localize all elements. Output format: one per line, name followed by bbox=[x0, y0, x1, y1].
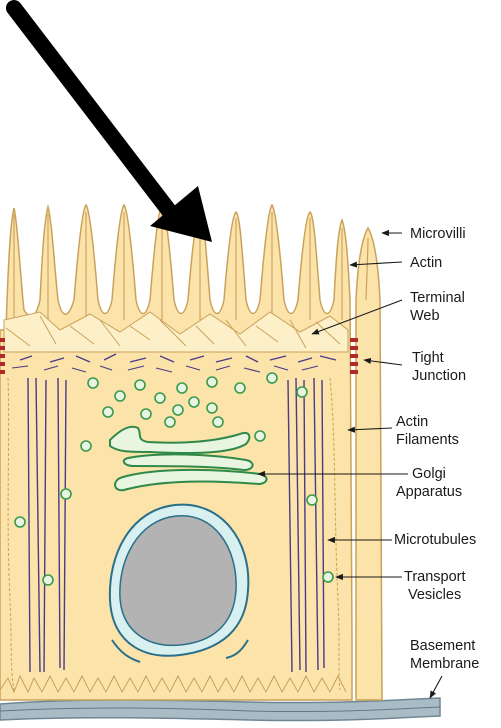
label-microtubules: Microtubules bbox=[394, 532, 476, 548]
label-tight-junction-2: Junction bbox=[412, 368, 466, 384]
label-transport-vesicles-1: Transport bbox=[404, 569, 466, 585]
label-actin-filaments-1: Actin bbox=[396, 414, 428, 430]
label-basement-membrane-2: Membrane bbox=[410, 656, 479, 672]
label-basement-membrane-1: Basement bbox=[410, 638, 475, 654]
label-actin: Actin bbox=[410, 255, 442, 271]
label-actin-filaments-2: Filaments bbox=[396, 432, 459, 448]
label-tight-junction-1: Tight bbox=[412, 350, 444, 366]
label-terminal-web-2: Web bbox=[410, 308, 440, 324]
label-transport-vesicles-2: Vesicles bbox=[408, 587, 461, 603]
pointer-arrow bbox=[14, 8, 212, 242]
label-golgi-2: Apparatus bbox=[396, 484, 462, 500]
neighbor-cell bbox=[356, 228, 382, 700]
label-terminal-web-1: Terminal bbox=[410, 290, 465, 306]
label-microvilli: Microvilli bbox=[410, 226, 466, 242]
label-golgi-1: Golgi bbox=[412, 466, 446, 482]
basement-membrane bbox=[0, 698, 440, 721]
labels: Microvilli Actin Terminal Web Tight Junc… bbox=[394, 226, 479, 672]
